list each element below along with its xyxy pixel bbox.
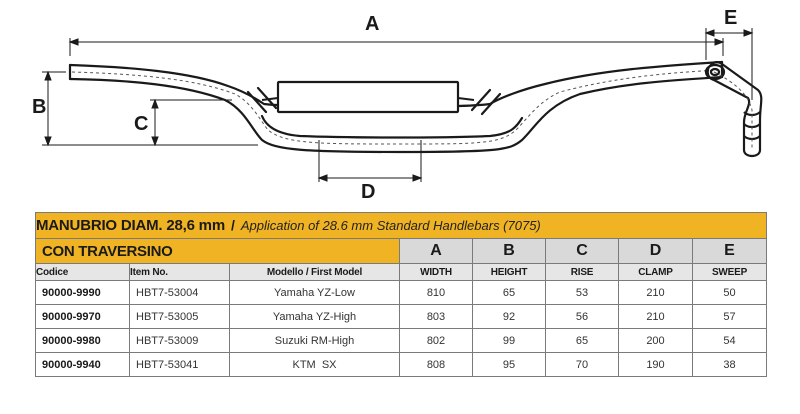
dimension-c bbox=[150, 98, 232, 147]
handlebar-dimension-drawing: A B C D E bbox=[32, 7, 763, 203]
header-row: Codice Item No. Modello / First Model WI… bbox=[35, 263, 768, 281]
table-row: 90000-9940 HBT7-53041 KTM SX 808 95 70 1… bbox=[35, 352, 768, 377]
header-codice: Codice bbox=[35, 263, 130, 281]
cell-model: KTM SX bbox=[229, 352, 400, 377]
cell-width: 810 bbox=[399, 280, 473, 305]
dimension-a-label: A bbox=[365, 13, 379, 35]
cell-rise: 70 bbox=[545, 352, 619, 377]
spec-table: MANUBRIO DIAM. 28,6 mm / Application of 28… bbox=[34, 212, 768, 377]
dimension-b bbox=[42, 70, 258, 147]
header-model: Modello / First Model bbox=[229, 263, 400, 281]
cell-model: Suzuki RM-High bbox=[229, 328, 400, 353]
cell-item: HBT7-53004 bbox=[129, 280, 230, 305]
table-subtitle: Application of 28.6 mm Standard Handleba… bbox=[240, 218, 541, 233]
cell-code: 90000-9970 bbox=[35, 304, 130, 329]
dimension-a bbox=[68, 38, 725, 56]
cell-model: Yamaha YZ-Low bbox=[229, 280, 400, 305]
cell-height: 92 bbox=[472, 304, 546, 329]
cell-rise: 56 bbox=[545, 304, 619, 329]
cell-width: 803 bbox=[399, 304, 473, 329]
tube-centerline bbox=[71, 69, 721, 145]
header-rise: RISE bbox=[545, 263, 619, 281]
dimension-letter-b: B bbox=[472, 238, 546, 264]
cell-sweep: 57 bbox=[691, 304, 768, 329]
cell-item: HBT7-53009 bbox=[129, 328, 230, 353]
cell-rise: 53 bbox=[545, 280, 619, 305]
header-item-no: Item No. bbox=[129, 263, 230, 281]
table-row: 90000-9990 HBT7-53004 Yamaha YZ-Low 810 … bbox=[35, 280, 768, 305]
cell-clamp: 210 bbox=[618, 280, 693, 305]
dimension-letter-c: C bbox=[545, 238, 619, 264]
cell-clamp: 200 bbox=[618, 328, 693, 353]
cell-clamp: 210 bbox=[618, 304, 693, 329]
cell-sweep: 50 bbox=[691, 280, 768, 305]
dimension-c-label: C bbox=[134, 113, 148, 135]
cell-height: 65 bbox=[472, 280, 546, 305]
title-separator: / bbox=[230, 217, 235, 233]
handlebar-side-view bbox=[704, 61, 763, 158]
cell-code: 90000-9990 bbox=[35, 280, 130, 305]
cell-height: 95 bbox=[472, 352, 546, 377]
cell-sweep: 38 bbox=[691, 352, 768, 377]
cell-item: HBT7-53005 bbox=[129, 304, 230, 329]
dimension-letter-a: A bbox=[399, 238, 473, 264]
header-width: WIDTH bbox=[399, 263, 473, 281]
cell-clamp: 190 bbox=[618, 352, 693, 377]
dimension-letter-e: E bbox=[691, 238, 768, 264]
cell-width: 802 bbox=[399, 328, 473, 353]
header-clamp: CLAMP bbox=[618, 263, 693, 281]
table-title-row: MANUBRIO DIAM. 28,6 mm / Application of 28… bbox=[34, 212, 768, 239]
table-title: MANUBRIO DIAM. 28,6 mm bbox=[36, 217, 225, 234]
section-row: CON TRAVERSINO A B C D E bbox=[35, 238, 768, 264]
cell-model: Yamaha YZ-High bbox=[229, 304, 400, 329]
cell-sweep: 54 bbox=[691, 328, 768, 353]
crossbar-pad bbox=[276, 80, 460, 114]
header-height: HEIGHT bbox=[472, 263, 546, 281]
cell-code: 90000-9940 bbox=[35, 352, 130, 377]
cell-item: HBT7-53041 bbox=[129, 352, 230, 377]
table-row: 90000-9970 HBT7-53005 Yamaha YZ-High 803… bbox=[35, 304, 768, 329]
section-label: CON TRAVERSINO bbox=[35, 238, 400, 264]
dimension-letter-d: D bbox=[618, 238, 693, 264]
cell-height: 99 bbox=[472, 328, 546, 353]
dimension-b-label: B bbox=[32, 96, 46, 118]
dimension-d-label: D bbox=[361, 181, 375, 203]
table-row: 90000-9980 HBT7-53009 Suzuki RM-High 802… bbox=[35, 328, 768, 353]
header-sweep: SWEEP bbox=[691, 263, 768, 281]
dimension-e bbox=[704, 28, 754, 100]
cell-width: 808 bbox=[399, 352, 473, 377]
cell-rise: 65 bbox=[545, 328, 619, 353]
dimension-d bbox=[317, 140, 423, 182]
cell-code: 90000-9980 bbox=[35, 328, 130, 353]
dimension-e-label: E bbox=[724, 7, 737, 29]
